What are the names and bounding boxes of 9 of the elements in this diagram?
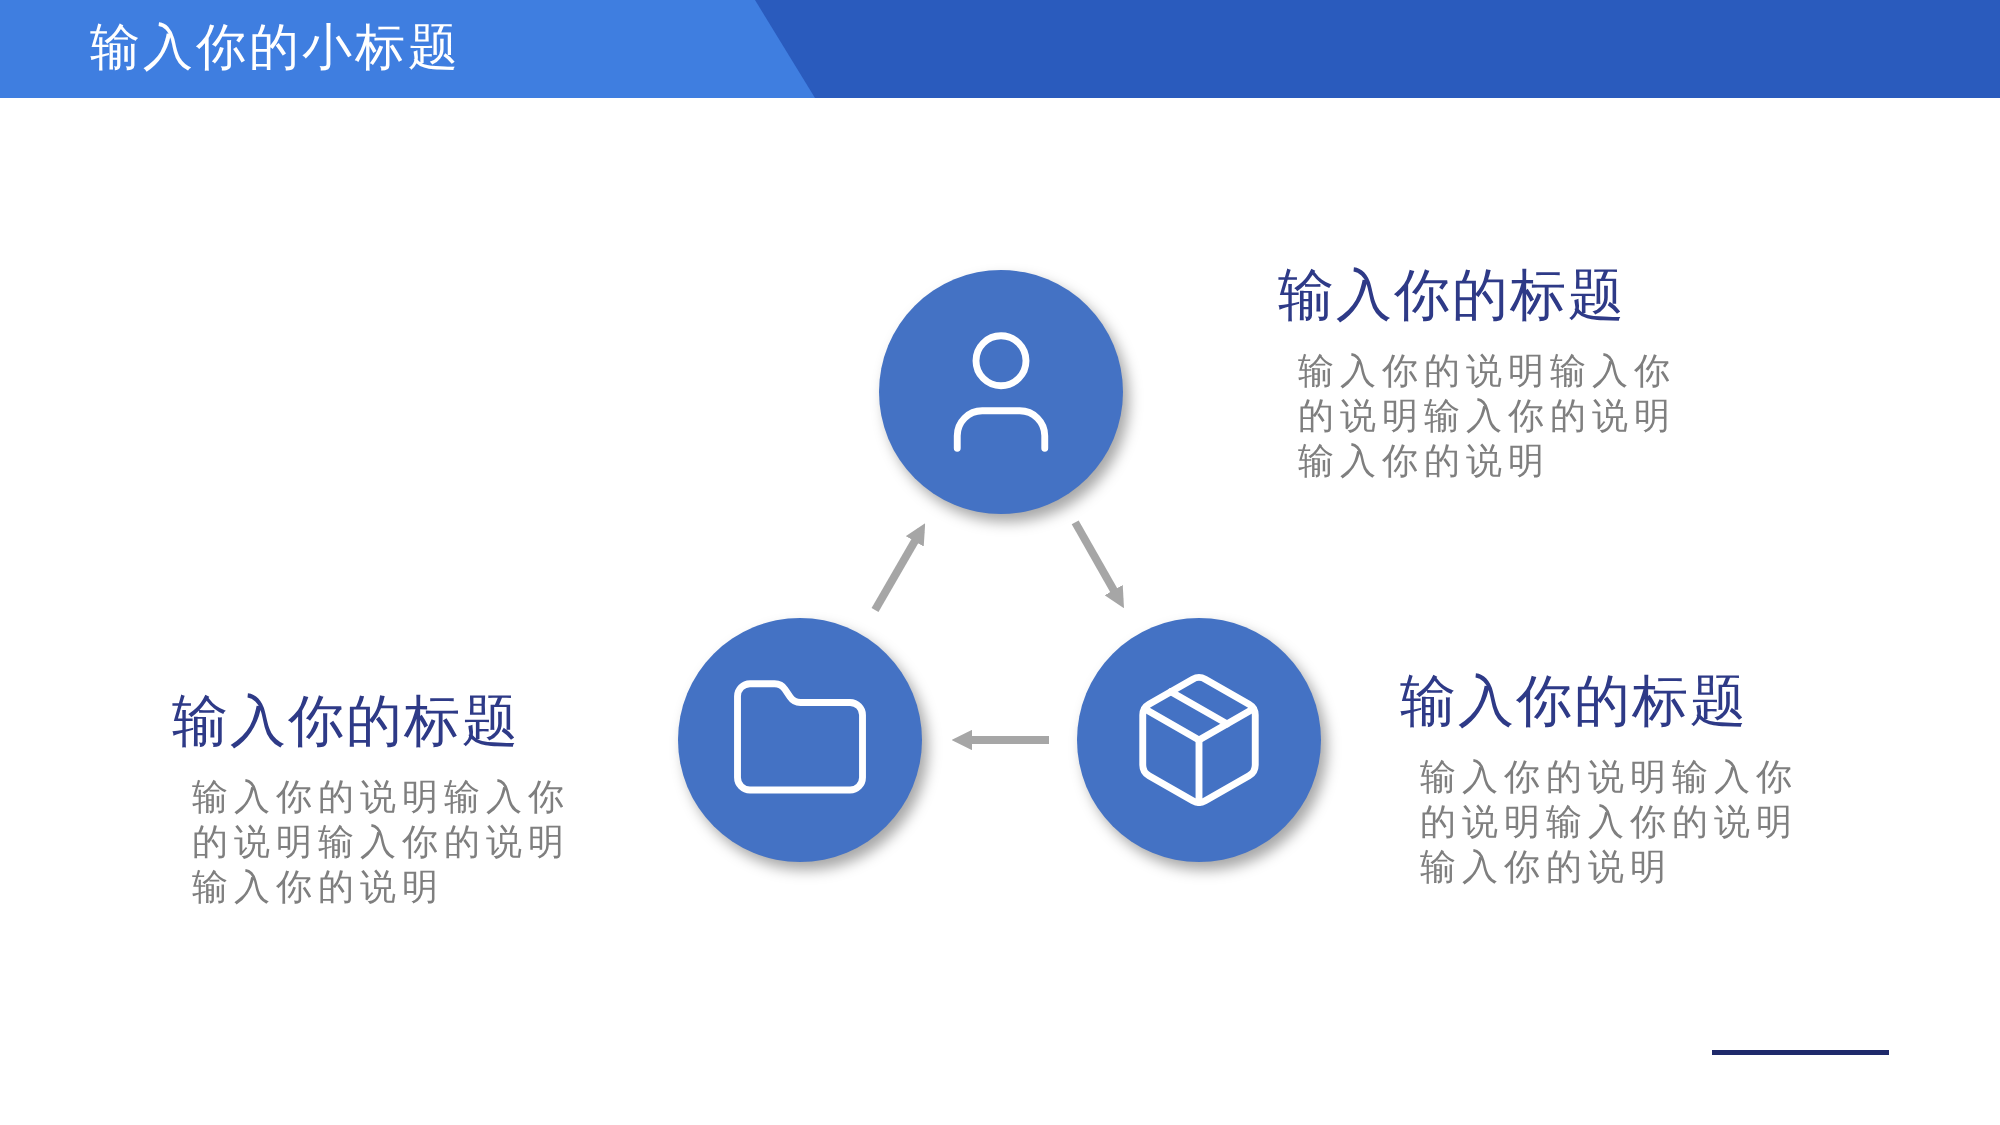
item-heading: 输入你的标题 bbox=[1278, 261, 1627, 329]
item-description: 输入你的说明输入你的说明输入你的说明输入你的说明 bbox=[1298, 349, 1677, 483]
item-heading: 输入你的标题 bbox=[172, 687, 521, 755]
item-description: 输入你的说明输入你的说明输入你的说明输入你的说明 bbox=[1420, 755, 1799, 889]
item-heading: 输入你的标题 bbox=[1400, 667, 1749, 735]
arrow bbox=[1071, 520, 1124, 609]
arrow bbox=[871, 523, 926, 613]
item-description: 输入你的说明输入你的说明输入你的说明输入你的说明 bbox=[192, 775, 571, 909]
page-title: 输入你的小标题 bbox=[90, 17, 461, 78]
